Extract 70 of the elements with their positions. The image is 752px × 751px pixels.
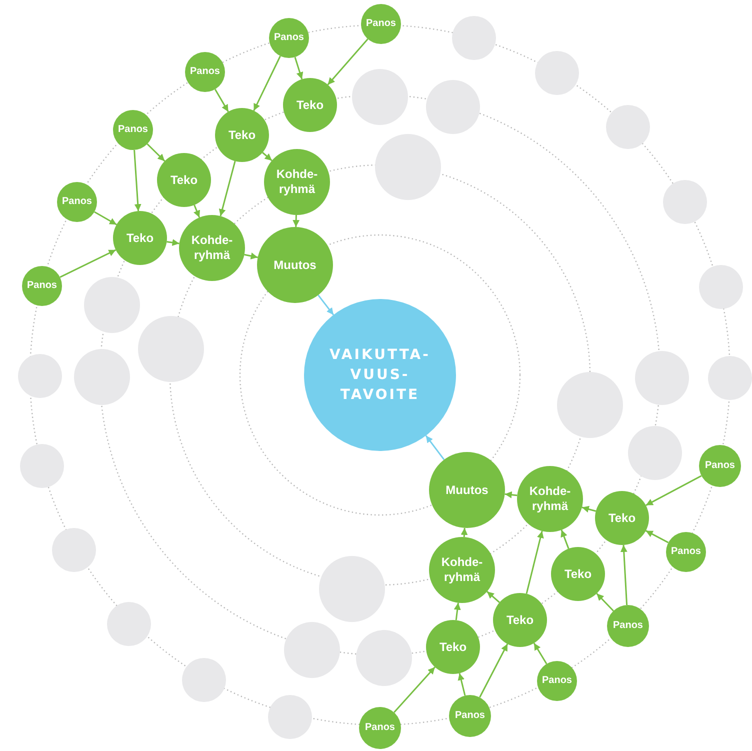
arrow	[425, 435, 445, 460]
arrow	[460, 528, 468, 538]
arrow	[479, 644, 508, 698]
step-circle: Panos	[359, 707, 401, 749]
arrow	[646, 475, 702, 506]
arrow	[504, 491, 518, 498]
arrow	[645, 530, 669, 544]
step-circle: Teko	[215, 108, 269, 162]
empty-circle	[20, 444, 64, 488]
empty-circle	[52, 528, 96, 572]
step-circle: Teko	[493, 593, 547, 647]
step-circle: Panos	[699, 445, 741, 487]
arrow	[582, 506, 596, 513]
arrow	[526, 530, 544, 594]
arrow	[458, 673, 466, 696]
empty-circle	[708, 356, 752, 400]
empty-circle	[182, 658, 226, 702]
step-circle: Teko	[113, 211, 167, 265]
step-circle: Panos	[449, 695, 491, 737]
arrow	[533, 642, 548, 664]
step-circle: Teko	[283, 78, 337, 132]
empty-circle	[452, 16, 496, 60]
step-circle: Kohde-ryhmä	[179, 215, 245, 281]
empty-circle	[663, 180, 707, 224]
arrow	[454, 602, 461, 620]
empty-circle	[107, 602, 151, 646]
empty-circle	[699, 265, 743, 309]
step-circle: Kohde-ryhmä	[264, 149, 330, 215]
arrow	[166, 239, 180, 246]
empty-circle	[268, 695, 312, 739]
empty-circle	[18, 354, 62, 398]
arrow	[262, 152, 272, 162]
step-circle: Panos	[57, 182, 97, 222]
step-circle: Panos	[185, 52, 225, 92]
step-circle: Panos	[361, 4, 401, 44]
arrow	[596, 592, 614, 612]
step-circle: Panos	[22, 266, 62, 306]
arrow	[253, 56, 281, 112]
step-circle: Teko	[157, 153, 211, 207]
arrow	[218, 160, 236, 216]
arrow	[620, 544, 628, 606]
step-circle: Teko	[595, 491, 649, 545]
goal-circle: VAIKUTTA-VUUS-TAVOITE	[304, 299, 456, 451]
step-circle: Panos	[537, 661, 577, 701]
step-circle: Muutos	[257, 227, 333, 303]
arrow	[560, 530, 570, 549]
step-circle: Panos	[666, 532, 706, 572]
arrow	[214, 88, 229, 112]
arrow	[134, 150, 142, 212]
empty-circle	[535, 51, 579, 95]
arrow	[194, 204, 200, 218]
step-circle: Panos	[607, 605, 649, 647]
step-circle: Muutos	[429, 452, 505, 528]
arrow	[394, 666, 436, 713]
step-circle: Panos	[113, 110, 153, 150]
step-circle: Kohde-ryhmä	[517, 466, 583, 532]
step-circle: Panos	[269, 18, 309, 58]
arrow	[60, 249, 116, 278]
step-circle: Teko	[551, 547, 605, 601]
arrow	[244, 252, 258, 260]
arrow	[292, 214, 300, 228]
arrow	[318, 294, 334, 316]
arrow	[146, 143, 166, 162]
arrow	[294, 56, 304, 80]
arrow	[327, 38, 368, 86]
step-circle: Teko	[426, 620, 480, 674]
empty-circle	[606, 105, 650, 149]
arrow	[486, 590, 500, 603]
step-circle: Kohde-ryhmä	[429, 537, 495, 603]
arrow	[94, 211, 117, 226]
